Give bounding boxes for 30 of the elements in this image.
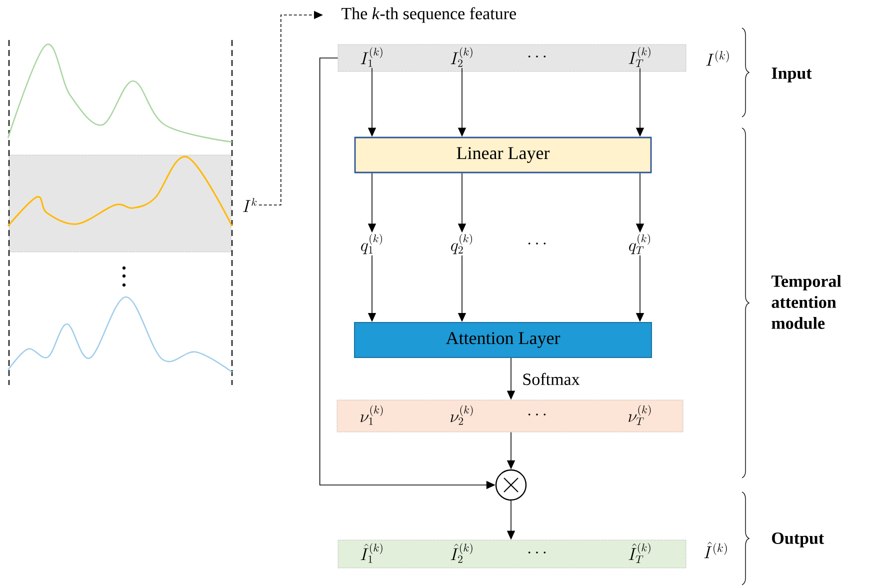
- ellipsis: $\cdots$: [528, 242, 546, 244]
- ellipsis: $\cdots$: [528, 552, 546, 554]
- layer-box: Linear Layer: [354, 136, 652, 174]
- caption-text: The k-th sequence feature: [342, 7, 516, 23]
- section-label: Temporal attention module: [771, 275, 842, 329]
- ellipsis: $\cdots$: [528, 56, 546, 58]
- math-symbol: $I_1^{(k)}$: [360, 47, 382, 67]
- layer-box: Attention Layer: [354, 322, 652, 358]
- math-symbol: $\hat{I}_2^{(k)}$: [450, 543, 472, 563]
- sequence-band: [336, 400, 684, 432]
- math-label: $I^k$: [243, 198, 257, 212]
- math-symbol: $\hat{I}_T^{(k)}$: [628, 542, 650, 563]
- ellipsis: $\cdots$: [528, 414, 546, 416]
- sequence-band: [338, 44, 686, 72]
- math-symbol: $q_2^{(k)}$: [451, 234, 472, 254]
- section-label: Input: [772, 68, 812, 82]
- math-symbol: $I_2^{(k)}$: [450, 47, 472, 67]
- section-label: Output: [772, 532, 824, 548]
- math-symbol: $\hat{I}_1^{(k)}$: [360, 543, 382, 563]
- math-label: $\hat{I}^{(k)}$: [704, 542, 727, 558]
- sequence-band: [338, 540, 686, 568]
- math-symbol: $q_1^{(k)}$: [361, 234, 382, 254]
- math-symbol: $I_T^{(k)}$: [628, 47, 650, 68]
- math-symbol: $\nu_2^{(k)}$: [450, 405, 473, 425]
- edge-label: Softmax: [523, 372, 580, 386]
- math-symbol: $q_T^{(k)}$: [629, 234, 650, 254]
- math-symbol: $\nu_T^{(k)}$: [628, 405, 651, 425]
- math-label: $I^{(k)}$: [706, 50, 729, 66]
- multiply-circle: [495, 469, 527, 501]
- math-symbol: $\nu_1^{(k)}$: [360, 405, 383, 425]
